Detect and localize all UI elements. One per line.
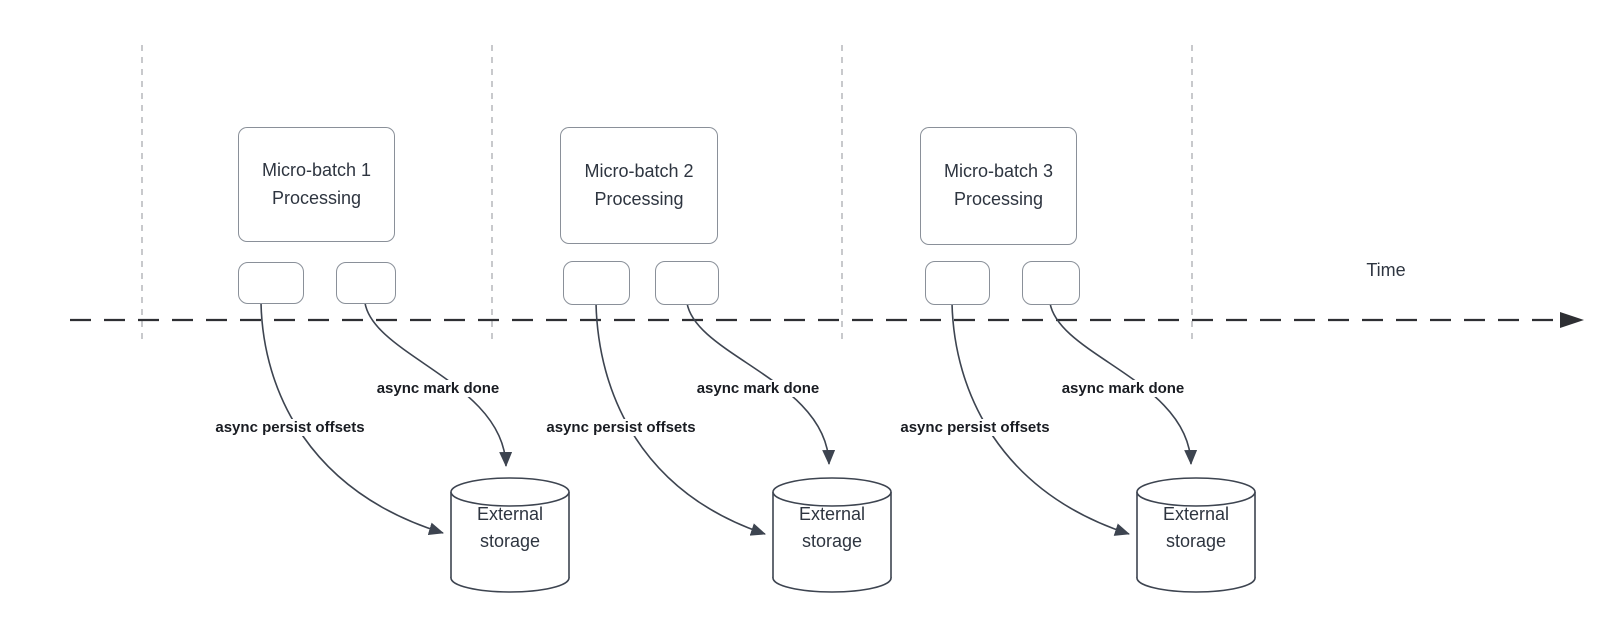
micro-batch-3-label: Micro-batch 3 Processing [943,161,1054,209]
external-storage-cylinder-3 [1136,477,1256,593]
mark-done-arrow-3 [1049,302,1198,465]
mark-done-arrow-2 [686,302,836,465]
persist-offsets-label-text-1: async persist offsets [212,419,368,436]
storage-label-3: External storage [1162,504,1230,551]
mark-done-label-text-3: async mark done [1058,380,1188,397]
persist-offsets-label-2: async persist offsets [521,419,721,436]
persist-task-box-2 [563,261,630,305]
mark-done-label-3: async mark done [1038,380,1208,397]
mark-done-arrow-1 [364,302,513,467]
mark-done-task-box-1 [336,262,396,304]
mark-done-task-box-2 [655,261,719,305]
external-storage-cylinder-2 [772,477,892,593]
micro-batch-3-box: Micro-batch 3 Processing [920,127,1077,245]
micro-batch-1-label: Micro-batch 1 Processing [261,159,372,208]
time-axis [70,312,1584,328]
storage-label-2: External storage [798,504,866,551]
mark-done-label-2: async mark done [673,380,843,397]
mark-done-label-1: async mark done [353,380,523,397]
mark-done-task-box-3 [1022,261,1080,305]
batch-boundary-lines [141,45,1193,340]
storage-label-1: External storage [476,504,544,551]
persist-task-box-3 [925,261,990,305]
persist-offsets-label-3: async persist offsets [875,419,1075,436]
micro-batch-1-box: Micro-batch 1 Processing [238,127,395,242]
cylinder-3-top [1136,477,1256,507]
micro-batch-2-label: Micro-batch 2 Processing [584,160,694,209]
external-storage-cylinder-1 [450,477,570,593]
cylinder-2-top [772,477,892,507]
time-axis-arrowhead [1560,312,1584,328]
cylinder-1-top [450,477,570,507]
persist-offsets-label-text-2: async persist offsets [543,419,699,436]
persist-offsets-arrow-1 [260,302,444,536]
persist-offsets-arrow-2 [595,302,766,536]
persist-task-box-1 [238,262,304,304]
persist-offsets-label-1: async persist offsets [190,419,390,436]
persist-offsets-label-text-3: async persist offsets [897,419,1053,436]
mark-done-label-text-1: async mark done [373,380,503,397]
time-label: Time [1366,260,1406,280]
mark-done-label-text-2: async mark done [693,380,823,397]
micro-batch-2-box: Micro-batch 2 Processing [560,127,718,244]
persist-offsets-arrow-3 [951,302,1130,536]
